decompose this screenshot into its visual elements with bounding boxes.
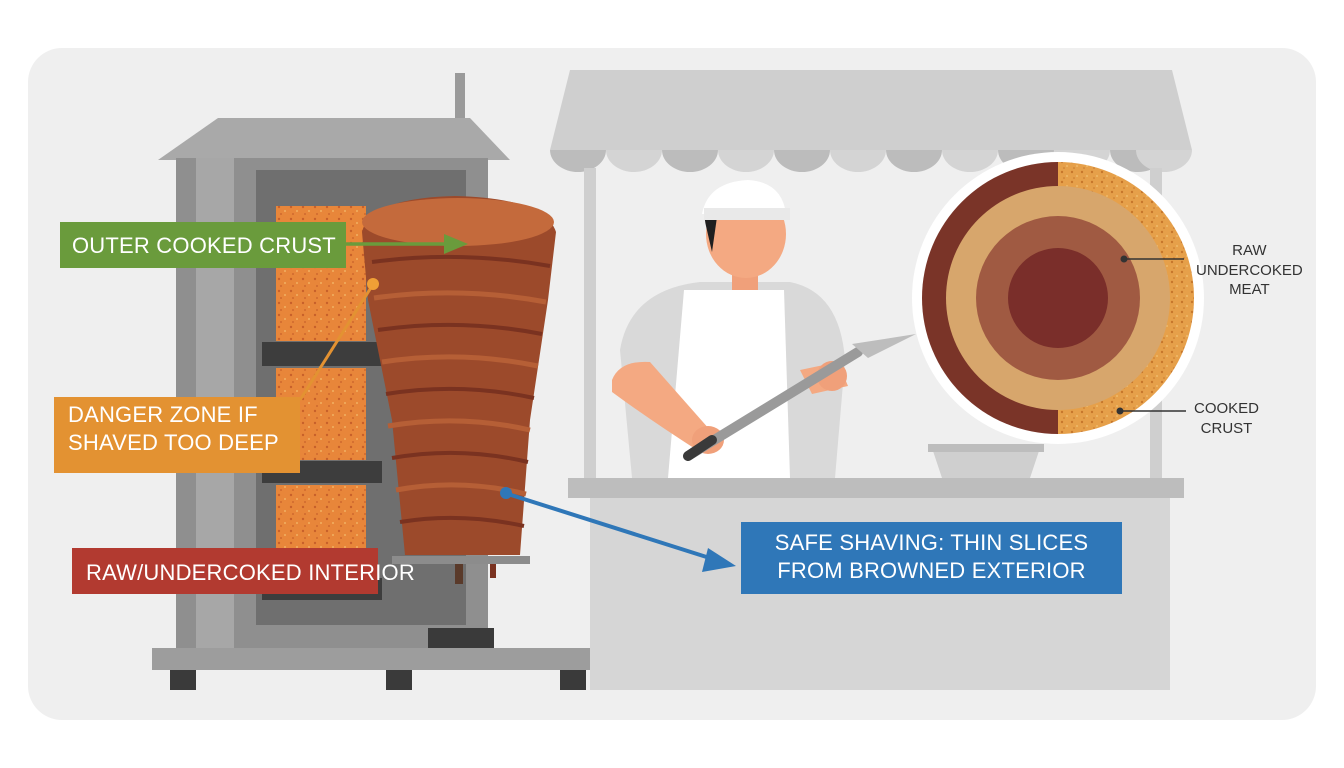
cooked-crust-line-1: COOKED [1194, 400, 1260, 417]
danger-zone-line-1: DANGER ZONE IF [68, 402, 258, 427]
outer-crust-label: OUTER COOKED CRUST [60, 222, 346, 268]
raw-interior-text: RAW/UNDERCOKED INTERIOR [86, 560, 415, 585]
blue-dot-icon [500, 487, 512, 499]
raw-meat-line-1: RAW [1232, 242, 1267, 259]
cross-section-diagram [912, 152, 1204, 444]
danger-zone-line-2: SHAVED TOO DEEP [68, 430, 279, 456]
orange-dot-icon [367, 278, 379, 290]
outer-crust-text: OUTER COOKED CRUST [72, 233, 336, 258]
pointer-arrows [298, 234, 736, 572]
vertical-broiler [152, 73, 607, 690]
raw-interior-label: RAW/UNDERCOKED INTERIOR [72, 548, 415, 594]
safe-shaving-label: SAFE SHAVING: THIN SLICES FROM BROWNED E… [741, 522, 1122, 594]
cooked-crust-line-2: CRUST [1200, 419, 1253, 437]
green-arrowhead-icon [444, 234, 468, 254]
safe-shaving-line-2: FROM BROWNED EXTERIOR [777, 558, 1086, 584]
chef-figure [612, 180, 916, 478]
raw-meat-line-3: MEAT [1229, 281, 1270, 298]
cooked-crust-callout: COOKED CRUST [1194, 399, 1259, 438]
raw-meat-callout: RAW UNDERCOKED MEAT [1196, 241, 1303, 300]
blue-arrowhead-icon [702, 548, 736, 572]
danger-zone-label: DANGER ZONE IF SHAVED TOO DEEP [54, 397, 300, 473]
safe-shaving-line-1: SAFE SHAVING: THIN SLICES [774, 530, 1089, 555]
raw-meat-line-2: UNDERCOKED [1196, 261, 1303, 279]
